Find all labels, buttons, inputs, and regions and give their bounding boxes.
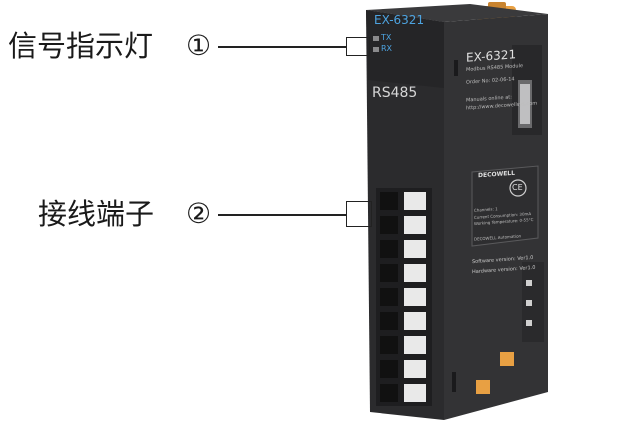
rx-led-label: RX [381,44,393,53]
vent-slot [452,372,456,392]
callout-2-number: ② [186,197,212,230]
ce-mark-icon [509,179,527,197]
callout-terminal-label: 接线端子 [38,197,155,231]
callout-2-leader [218,214,346,216]
callout-1-bracket [346,37,370,56]
side-port-pin-2 [526,300,532,306]
callout-1-number: ① [186,29,212,62]
side-port-pin-3 [526,320,532,326]
callout-2-bracket [346,201,372,227]
din-clip-bottom [476,380,490,394]
front-label-strip [366,10,444,88]
side-port-pin-1 [526,280,532,286]
side-model: EX-6321 [466,47,517,65]
vent-slot-top [454,60,458,76]
interface-label: RS485 [372,85,418,101]
side-sticker [471,165,539,247]
tx-led-label: TX [381,33,392,42]
tx-led-icon [373,36,379,41]
side-port [522,262,544,342]
module-model-top: EX-6321 [374,13,425,27]
rx-led-icon [373,47,379,52]
side-connector-contacts [520,84,530,124]
terminal-slots [380,192,426,402]
callout-1-leader [218,46,346,48]
ce-mark: CE [512,183,523,192]
din-clip-bottom-right [500,352,514,366]
callout-signal-indicator-label: 信号指示灯 [8,29,154,63]
